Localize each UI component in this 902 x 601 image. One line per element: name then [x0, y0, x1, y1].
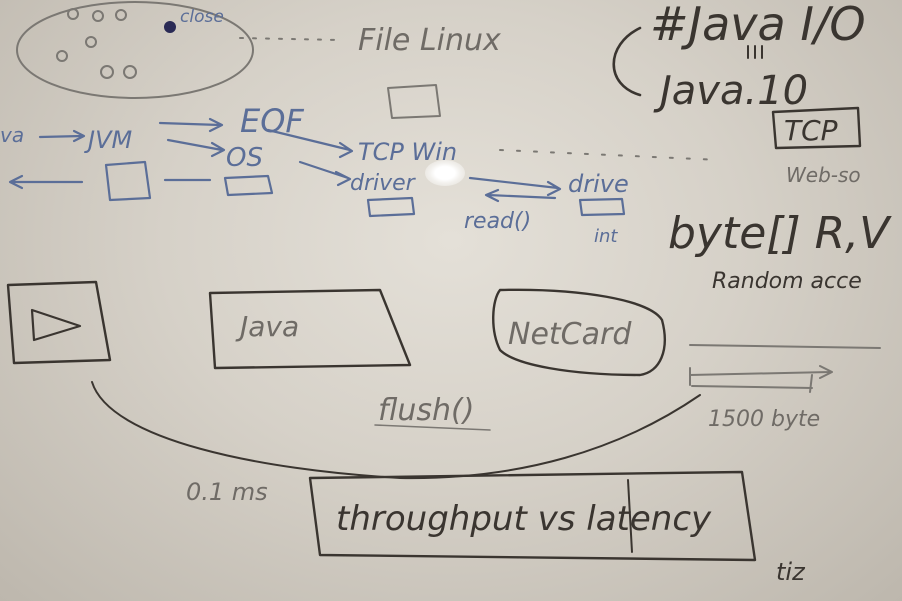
os-label: OS [226, 143, 263, 173]
small-number-label: 0.1 ms [186, 478, 268, 506]
flow-arrows [8, 117, 562, 203]
drive-box [578, 197, 626, 217]
java-box-label: Java [235, 310, 299, 343]
wire-line [689, 344, 881, 349]
throughput-divider [627, 479, 633, 553]
websocket-label: Web-so [786, 163, 861, 187]
random-access-label: Random acce [712, 269, 862, 294]
netcard-box [492, 288, 666, 377]
throughput-box [308, 470, 757, 562]
java10-label: Java.10 [653, 68, 808, 114]
closed-circle-dot [164, 21, 176, 33]
int-label: int [594, 226, 618, 247]
trailing-label: tiz [776, 558, 806, 586]
packet-size-label: 1500 byte [708, 407, 820, 432]
packet-span [691, 385, 813, 389]
small-box-top [387, 84, 441, 119]
java-box [208, 288, 412, 370]
light-glare [425, 160, 465, 186]
jvm-box [104, 160, 152, 202]
va-label: va [0, 123, 24, 147]
play-box [6, 280, 112, 365]
top-left-cloud [16, 1, 254, 99]
jvm-label: JVM [84, 126, 132, 154]
triple-tick [747, 45, 763, 59]
os-box [223, 174, 274, 197]
dotted-line-top [239, 37, 341, 41]
flush-underline [374, 424, 491, 431]
netcard-box-label: NetCard [508, 317, 632, 352]
eof-label: EOF [240, 102, 304, 140]
driver-left-label: driver [350, 171, 417, 196]
circle-cluster [56, 8, 137, 79]
close-label: close [180, 7, 224, 27]
bytes-label: byte[] R,V [668, 208, 892, 259]
packet-arrow [689, 365, 833, 393]
read-label: read() [464, 209, 531, 234]
flush-curve [91, 381, 701, 480]
tcp-box-label: TCP [784, 114, 838, 147]
dotted-line-mid [499, 149, 721, 161]
hash-java-label: #Java I/O [650, 0, 866, 51]
file-linux-label: File Linux [358, 23, 501, 58]
tcp-box [771, 106, 862, 150]
throughput-label: throughput vs latency [336, 499, 712, 539]
driver-right-label: drive [568, 170, 629, 198]
big-bracket [612, 26, 642, 97]
driver-box [366, 196, 416, 218]
play-icon [30, 308, 82, 342]
flush-label: flush() [378, 393, 474, 428]
